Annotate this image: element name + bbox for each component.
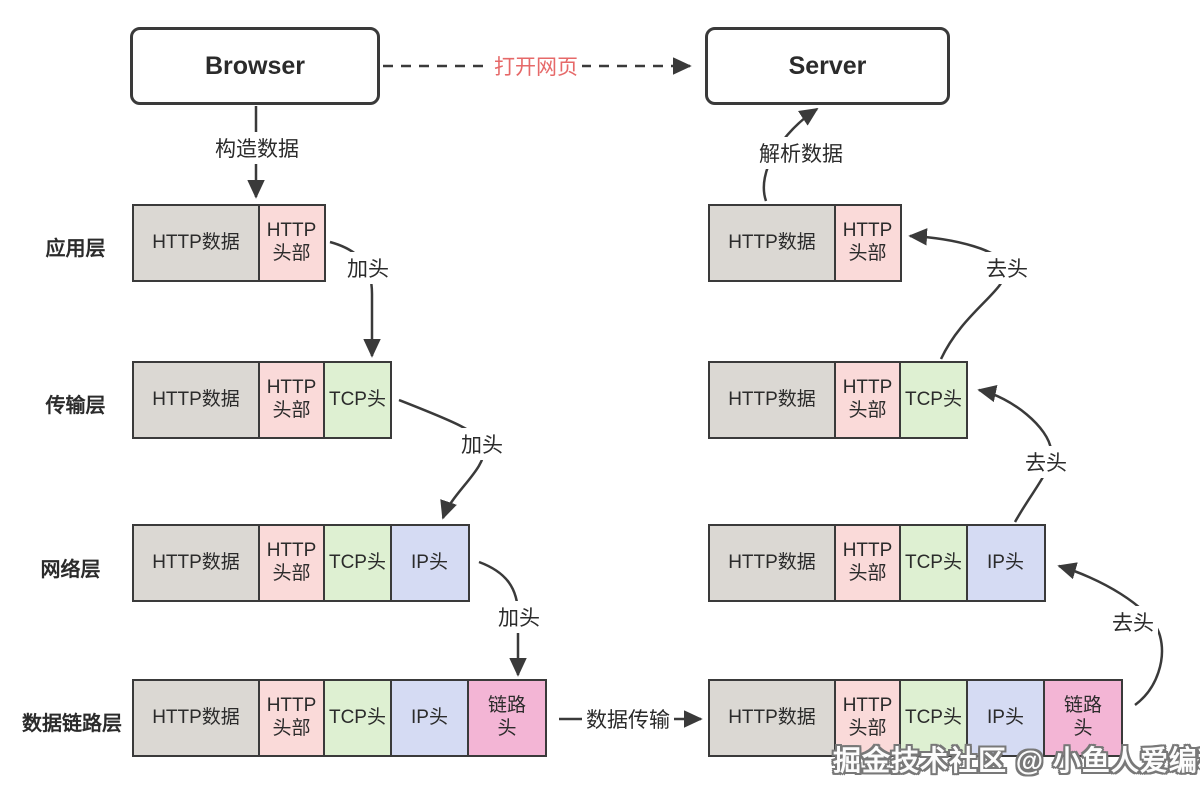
watermark-text: 掘金技术社区 @ 小鱼人爱编程: [833, 745, 1200, 776]
segment-label: HTTP数据: [152, 706, 240, 728]
segment-label: HTTP头部: [266, 220, 317, 264]
server-node: Server: [705, 27, 950, 105]
segment-tcp: TCP头: [323, 524, 392, 602]
packet-row-left-transport: HTTP数据 HTTP头部 TCP头: [132, 361, 392, 439]
segment-data: HTTP数据: [708, 679, 836, 757]
segment-data: HTTP数据: [708, 204, 836, 282]
segment-tcp: TCP头: [323, 361, 392, 439]
packet-row-right-application: HTTP数据 HTTP头部: [708, 204, 902, 282]
segment-http: HTTP头部: [257, 679, 326, 757]
segment-label: TCP头: [328, 706, 386, 728]
layer-label-transport: 传输层: [45, 395, 106, 417]
remove-header-label-3: 去头: [1108, 606, 1158, 638]
packet-row-left-network: HTTP数据 HTTP头部 TCP头 IP头: [132, 524, 470, 602]
segment-tcp: TCP头: [899, 524, 968, 602]
segment-ip: IP头: [965, 524, 1046, 602]
browser-label: Browser: [204, 51, 306, 80]
segment-label: TCP头: [328, 388, 386, 410]
segment-http: HTTP头部: [257, 524, 326, 602]
packet-row-left-datalink: HTTP数据 HTTP头部 TCP头 IP头 链路头: [132, 679, 547, 757]
server-label: Server: [788, 51, 867, 80]
add-header-label-2: 加头: [457, 428, 507, 460]
segment-label: HTTP数据: [152, 551, 240, 573]
remove-header-label-1: 去头: [982, 252, 1032, 284]
segment-data: HTTP数据: [132, 524, 260, 602]
segment-label: IP头: [987, 706, 1024, 728]
browser-node: Browser: [130, 27, 380, 105]
segment-label: HTTP数据: [152, 231, 240, 253]
segment-label: HTTP数据: [728, 551, 816, 573]
segment-data: HTTP数据: [708, 524, 836, 602]
segment-label: IP头: [411, 551, 448, 573]
open-page-label: 打开网页: [490, 50, 582, 82]
segment-label: HTTP数据: [728, 706, 816, 728]
packet-row-right-datalink: HTTP数据 HTTP头部 TCP头 IP头 链路头: [708, 679, 1123, 757]
packet-row-right-network: HTTP数据 HTTP头部 TCP头 IP头: [708, 524, 1046, 602]
segment-label: HTTP头部: [266, 540, 317, 584]
segment-label: HTTP头部: [842, 220, 893, 264]
segment-label: HTTP头部: [842, 695, 893, 739]
layer-label-datalink: 数据链路层: [22, 713, 122, 735]
segment-label: HTTP头部: [842, 377, 893, 421]
segment-label: HTTP头部: [266, 695, 317, 739]
segment-http: HTTP头部: [833, 679, 902, 757]
segment-http: HTTP头部: [833, 204, 902, 282]
segment-label: 链路头: [487, 695, 526, 739]
segment-label: HTTP数据: [728, 388, 816, 410]
layer-label-network: 网络层: [40, 559, 101, 581]
packet-row-left-application: HTTP数据 HTTP头部: [132, 204, 326, 282]
segment-label: HTTP数据: [728, 231, 816, 253]
segment-label: HTTP头部: [842, 540, 893, 584]
remove-header-label-2: 去头: [1021, 446, 1071, 478]
segment-label: IP头: [411, 706, 448, 728]
segment-label: IP头: [987, 551, 1024, 573]
layer-label-application: 应用层: [45, 238, 106, 260]
segment-data: HTTP数据: [132, 204, 260, 282]
segment-data: HTTP数据: [132, 679, 260, 757]
segment-label: 链路头: [1063, 695, 1102, 739]
parse-data-label: 解析数据: [755, 137, 847, 169]
segment-ip: IP头: [389, 524, 470, 602]
segment-http: HTTP头部: [257, 361, 326, 439]
packet-row-right-transport: HTTP数据 HTTP头部 TCP头: [708, 361, 968, 439]
build-data-label: 构造数据: [211, 132, 303, 164]
segment-http: HTTP头部: [257, 204, 326, 282]
segment-label: HTTP数据: [152, 388, 240, 410]
segment-data: HTTP数据: [708, 361, 836, 439]
data-transfer-label: 数据传输: [582, 703, 674, 735]
segment-link: 链路头: [467, 679, 547, 757]
add-header-label-3: 加头: [494, 601, 544, 633]
segment-tcp: TCP头: [323, 679, 392, 757]
segment-ip: IP头: [389, 679, 470, 757]
segment-label: HTTP头部: [266, 377, 317, 421]
segment-label: TCP头: [904, 706, 962, 728]
segment-http: HTTP头部: [833, 361, 902, 439]
segment-data: HTTP数据: [132, 361, 260, 439]
segment-label: TCP头: [904, 388, 962, 410]
segment-tcp: TCP头: [899, 679, 968, 757]
segment-label: TCP头: [328, 551, 386, 573]
segment-http: HTTP头部: [833, 524, 902, 602]
segment-tcp: TCP头: [899, 361, 968, 439]
segment-label: TCP头: [904, 551, 962, 573]
add-header-label-1: 加头: [343, 252, 393, 284]
